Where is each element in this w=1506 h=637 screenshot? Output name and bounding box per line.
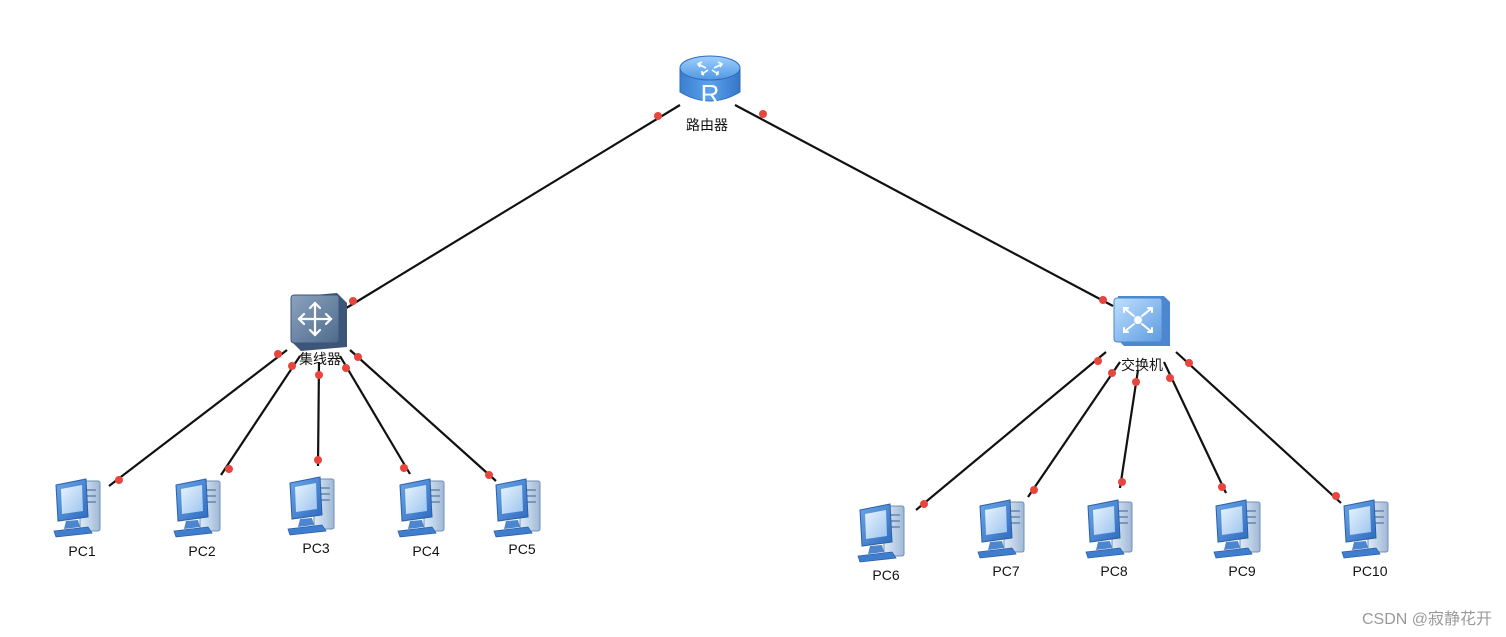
link-router-switch-port-a (759, 110, 767, 118)
network-links (108, 104, 1342, 511)
link-switch-pc10-port-b (1332, 492, 1340, 500)
link-router-hub (342, 104, 681, 311)
link-hub-pc3-port-b (314, 456, 322, 464)
router-r-glyph: R (701, 79, 720, 109)
link-switch-pc9 (1163, 361, 1227, 494)
switch-center-dot (1134, 316, 1142, 324)
pc-node-pc7[interactable] (977, 499, 1025, 559)
link-hub-pc2 (220, 355, 301, 476)
pc-node-pc3[interactable] (287, 476, 335, 536)
pc-node-pc4[interactable] (397, 478, 445, 538)
link-switch-pc6-port-a (1094, 357, 1102, 365)
link-switch-pc10 (1175, 351, 1342, 504)
hub-node[interactable] (290, 293, 347, 351)
hub-arrows-icon (297, 301, 333, 337)
pc-label-pc6: PC6 (872, 567, 899, 583)
link-hub-pc2-port-b (225, 465, 233, 473)
link-hub-pc5 (349, 349, 497, 482)
router-arrows-icon (696, 61, 724, 76)
link-hub-pc2-port-a (288, 362, 296, 370)
link-switch-pc8-port-a (1132, 378, 1140, 386)
link-switch-pc7-port-a (1108, 369, 1116, 377)
router-node[interactable]: R (679, 55, 741, 109)
link-hub-pc1 (108, 349, 288, 487)
link-switch-pc6-port-b (920, 500, 928, 508)
pc-label-pc5: PC5 (508, 541, 535, 557)
link-hub-pc3-port-a (315, 371, 323, 379)
switch-label: 交换机 (1121, 357, 1163, 373)
pc-label-pc10: PC10 (1352, 563, 1387, 579)
link-switch-pc9-port-b (1218, 483, 1226, 491)
hub-label: 集线器 (299, 351, 341, 367)
link-hub-pc1-port-b (115, 476, 123, 484)
pc-node-pc10[interactable] (1341, 499, 1389, 559)
link-hub-pc4 (339, 355, 411, 475)
link-switch-pc7-port-b (1030, 486, 1038, 494)
link-router-switch-port-b (1099, 296, 1107, 304)
pc-node-pc9[interactable] (1213, 499, 1261, 559)
router-label: 路由器 (686, 117, 728, 133)
link-switch-pc8-port-b (1118, 478, 1126, 486)
link-switch-pc9-port-a (1166, 374, 1174, 382)
pc-label-pc1: PC1 (68, 543, 95, 559)
pc-node-pc6[interactable] (857, 503, 905, 563)
watermark: CSDN @寂静花开 (1361, 611, 1492, 628)
switch-node[interactable] (1113, 296, 1170, 346)
link-hub-pc1-port-a (274, 350, 282, 358)
pc-node-pc1[interactable] (53, 478, 101, 538)
link-switch-pc10-port-a (1185, 359, 1193, 367)
link-switch-pc7 (1027, 361, 1121, 498)
link-router-switch (734, 104, 1114, 307)
pc-label-pc3: PC3 (302, 540, 329, 556)
pc-label-pc2: PC2 (188, 543, 215, 559)
port-markers (115, 110, 1340, 508)
link-router-hub-port-a (654, 112, 662, 120)
pc-label-pc7: PC7 (992, 563, 1019, 579)
pc-label-pc4: PC4 (412, 543, 439, 559)
pc-node-pc2[interactable] (173, 478, 221, 538)
pc-label-pc8: PC8 (1100, 563, 1127, 579)
link-router-hub-port-b (349, 297, 357, 305)
link-hub-pc3 (316, 361, 321, 467)
link-hub-pc4-port-b (400, 464, 408, 472)
link-switch-pc8 (1118, 369, 1140, 489)
pc-node-pc5[interactable] (493, 478, 541, 538)
link-hub-pc4-port-a (342, 364, 350, 372)
switch-arrows-icon (1123, 307, 1153, 333)
pc-node-pc8[interactable] (1085, 499, 1133, 559)
link-hub-pc5-port-b (485, 471, 493, 479)
link-hub-pc5-port-a (354, 353, 362, 361)
pc-label-pc9: PC9 (1228, 563, 1255, 579)
link-switch-pc6 (915, 351, 1107, 511)
